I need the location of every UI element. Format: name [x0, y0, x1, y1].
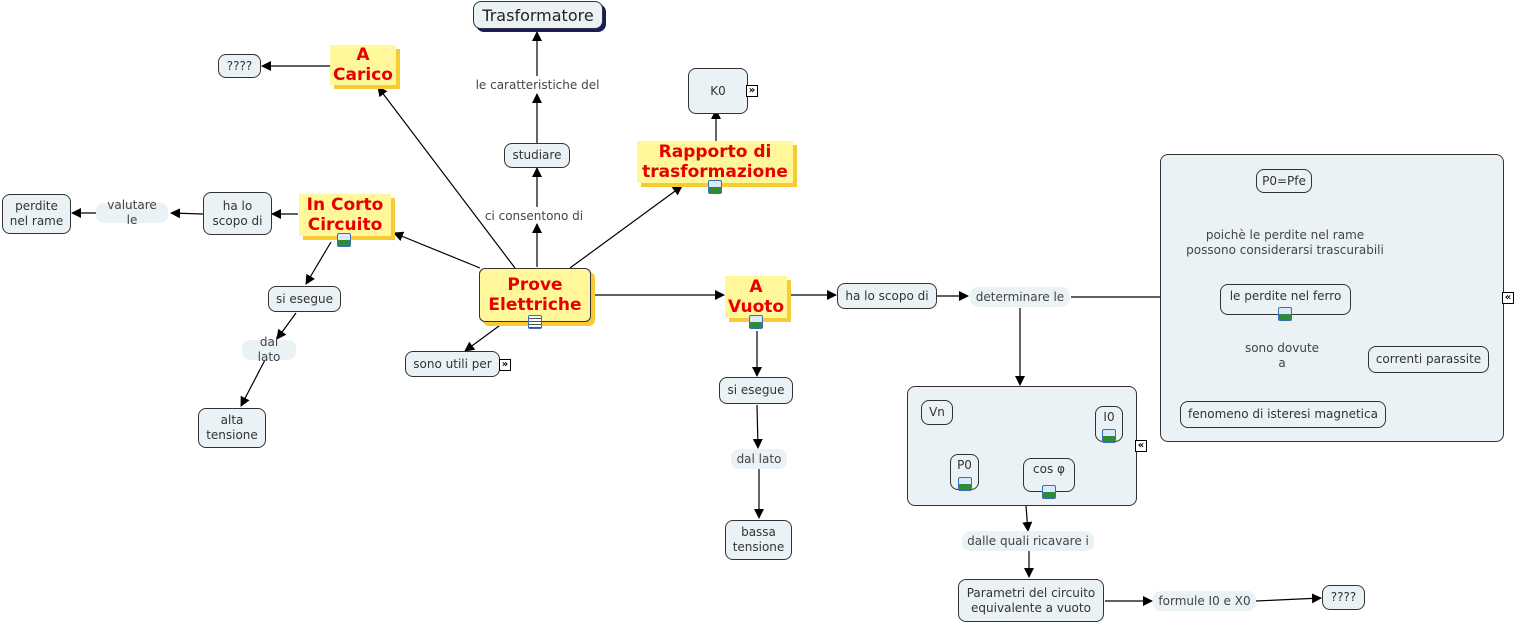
node-ha-lo-scopo-di-v[interactable]: ha lo scopo di — [837, 283, 937, 309]
node-trasformatore[interactable]: Trasformatore — [473, 1, 603, 29]
expand-icon[interactable]: » — [746, 85, 758, 97]
image-icon[interactable] — [337, 233, 351, 247]
node-label: Parametri del circuito equivalente a vuo… — [966, 585, 1096, 615]
node-a-carico[interactable]: A Carico — [330, 45, 396, 85]
node-label: P0 — [957, 458, 972, 472]
link-sono-dovute-a[interactable]: sono dovute a — [1235, 341, 1329, 370]
link-poiche[interactable]: poichè le perdite nel rame possono consi… — [1175, 226, 1395, 260]
node-label: alta tensione — [206, 413, 258, 442]
link-formule[interactable]: formule I0 e X0 — [1153, 591, 1256, 611]
link-label-text: dalle quali ricavare i — [967, 533, 1089, 548]
node-vn[interactable]: Vn — [921, 400, 953, 425]
node-label: K0 — [710, 83, 726, 98]
node-bassa-tensione[interactable]: bassa tensione — [725, 520, 792, 560]
link-label-text: dal lato — [736, 451, 782, 466]
link-label-text: formule I0 e X0 — [1158, 593, 1251, 608]
node-perdite-nel-rame[interactable]: perdite nel rame — [2, 194, 71, 234]
node-label: ???? — [1330, 590, 1357, 604]
collapse-icon[interactable]: « — [1502, 292, 1514, 304]
node-isteresi-magnetica[interactable]: fenomeno di isteresi magnetica — [1180, 401, 1386, 428]
link-label-text: poichè le perdite nel rame possono consi… — [1186, 228, 1384, 257]
link-label-text: valutare le — [107, 198, 157, 227]
expand-icon[interactable]: » — [499, 359, 511, 371]
image-icon[interactable] — [958, 477, 972, 491]
node-label: studiare — [512, 148, 562, 162]
node-label: ha lo scopo di — [845, 288, 929, 303]
link-label-text: ci consentono di — [484, 208, 584, 223]
node-prove-elettriche[interactable]: Prove Elettriche — [479, 268, 591, 322]
link-valutare-le[interactable]: valutare le — [96, 198, 168, 227]
node-label: I0 — [1103, 410, 1115, 424]
collapse-icon[interactable]: « — [1135, 440, 1147, 452]
link-ci-consentono-di[interactable]: ci consentono di — [478, 207, 590, 225]
node-label: correnti parassite — [1375, 352, 1482, 366]
node-label: P0=Pfe — [1262, 173, 1306, 188]
image-icon[interactable] — [1042, 485, 1056, 499]
link-label-text: sono dovute a — [1244, 341, 1320, 370]
node-label: Rapporto di trasformazione — [642, 142, 788, 182]
node-label: si esegue — [275, 291, 334, 306]
node-label: perdite nel rame — [9, 199, 64, 228]
link-label-text: le caratteristiche del — [475, 77, 600, 92]
image-icon[interactable] — [708, 180, 722, 194]
node-label: Vn — [929, 405, 945, 419]
node-label: le perdite nel ferro — [1229, 289, 1342, 303]
node-ha-lo-scopo-di-cc[interactable]: ha lo scopo di — [203, 192, 272, 235]
node-label: A Vuoto — [727, 277, 785, 317]
node-unknown-left[interactable]: ???? — [218, 54, 261, 78]
node-label: Trasformatore — [482, 5, 594, 25]
node-label: fenomeno di isteresi magnetica — [1188, 407, 1378, 421]
link-label-text: determinare le — [975, 289, 1065, 304]
node-correnti-parassite[interactable]: correnti parassite — [1368, 346, 1489, 373]
node-in-corto-circuito[interactable]: In Corto Circuito — [299, 194, 391, 236]
document-icon[interactable] — [528, 315, 542, 329]
node-label: ha lo scopo di — [212, 198, 263, 228]
node-sono-utili-per[interactable]: sono utili per — [405, 351, 500, 377]
node-label: Prove Elettriche — [488, 275, 582, 315]
node-label: sono utili per — [413, 356, 492, 371]
link-determinare-le[interactable]: determinare le — [970, 287, 1070, 307]
node-p0-pfe[interactable]: P0=Pfe — [1256, 169, 1312, 193]
node-studiare[interactable]: studiare — [504, 143, 570, 168]
image-icon[interactable] — [1278, 307, 1292, 321]
link-dal-lato-v[interactable]: dal lato — [731, 449, 787, 469]
node-alta-tensione[interactable]: alta tensione — [198, 408, 266, 448]
node-unknown-right[interactable]: ???? — [1322, 585, 1365, 610]
node-label: In Corto Circuito — [306, 195, 384, 235]
node-label: si esegue — [727, 383, 785, 397]
image-icon[interactable] — [1102, 429, 1116, 443]
node-label: cos φ — [1033, 462, 1065, 476]
node-label: ???? — [226, 58, 253, 73]
node-cos-phi[interactable]: cos φ — [1023, 458, 1075, 492]
node-label: A Carico — [333, 45, 393, 85]
node-a-vuoto[interactable]: A Vuoto — [725, 276, 787, 318]
node-k0[interactable]: K0 — [688, 68, 748, 114]
node-label: bassa tensione — [732, 525, 785, 554]
link-dal-lato-cc[interactable]: dal lato — [242, 335, 296, 364]
node-rapporto-di-trasformazione[interactable]: Rapporto di trasformazione — [637, 141, 793, 183]
link-dalle-quali-ricavare-i[interactable]: dalle quali ricavare i — [962, 531, 1094, 551]
image-icon[interactable] — [749, 315, 763, 329]
node-parametri-circuito[interactable]: Parametri del circuito equivalente a vuo… — [958, 579, 1104, 622]
node-si-esegue-v[interactable]: si esegue — [719, 377, 793, 404]
node-si-esegue-cc[interactable]: si esegue — [268, 286, 341, 312]
link-label-text: dal lato — [257, 335, 281, 364]
link-le-caratteristiche-del[interactable]: le caratteristiche del — [470, 76, 605, 94]
